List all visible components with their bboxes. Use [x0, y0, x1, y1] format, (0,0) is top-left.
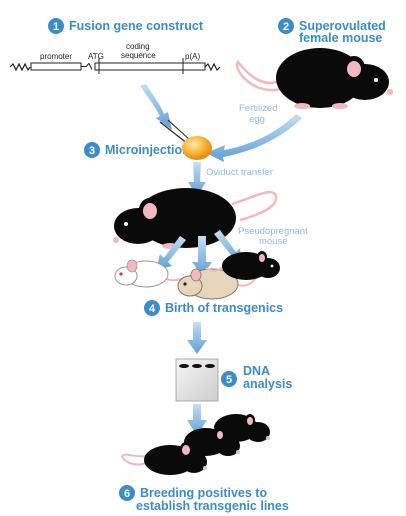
- mouse-head: [181, 451, 207, 473]
- black-pup-image: [205, 251, 280, 280]
- white-pup-ear: [126, 259, 138, 273]
- step-6-number-badge: [119, 485, 135, 501]
- polya-label: p(A): [185, 52, 200, 61]
- mouse-inner-ear: [182, 445, 190, 455]
- female-mouse-tail: [235, 59, 285, 92]
- oviduct-transfer-label: Oviduct transfer: [206, 167, 273, 178]
- tan-pup-image: [177, 268, 257, 300]
- step-3-title: Microinjection: [105, 143, 190, 157]
- foster-mouse-tail: [231, 190, 278, 222]
- step-4: 4 Birth of transgenics: [144, 300, 283, 316]
- step-3-number-badge: [84, 142, 100, 158]
- mouse-nose: [203, 466, 207, 470]
- step-2-number-badge: [278, 18, 294, 34]
- fertilized-egg-label-line2: egg: [249, 114, 265, 125]
- injection-needle: [159, 121, 189, 145]
- blot-band: [205, 364, 215, 368]
- left-dna-squiggle: [9, 62, 31, 72]
- foster-mouse-eye: [124, 222, 128, 226]
- female-mouse-foot: [294, 103, 310, 109]
- atg-label: ATG: [88, 52, 104, 61]
- arrow-egg-to-foster: [188, 162, 206, 196]
- step-4-number-badge: [144, 300, 160, 316]
- female-mouse-nose: [387, 89, 393, 95]
- tan-pup-ear: [190, 268, 202, 282]
- mouse-nose: [236, 450, 240, 454]
- mouse-head: [246, 422, 270, 442]
- step-5-number-badge: [221, 371, 237, 387]
- mouse-tail: [120, 453, 149, 466]
- pseudopregnant-label-line2: mouse: [259, 236, 288, 247]
- black-pup-eye: [270, 264, 274, 268]
- step-2: 2 Superovulated female mouse: [278, 18, 386, 45]
- step-3: 3 Microinjection: [84, 142, 190, 158]
- mouse-nose: [266, 436, 270, 440]
- promoter-label: promoter: [40, 52, 72, 61]
- arrow-to-breeding: [187, 404, 207, 436]
- step-3-number: 3: [89, 145, 95, 157]
- arrow-to-dna-analysis: [187, 322, 207, 354]
- pseudopregnant-label-line1: Pseudopregnant: [238, 226, 308, 237]
- coding-label-line2: sequence: [121, 51, 156, 60]
- step-4-number: 4: [149, 303, 156, 315]
- holding-pipette: [167, 119, 191, 141]
- promoter-box: [30, 62, 82, 71]
- pseudopregnant-mouse-image: [113, 188, 278, 249]
- step-2-number: 2: [283, 21, 289, 33]
- female-mouse-image: [235, 48, 393, 109]
- mouse-inner-ear: [247, 417, 253, 425]
- foster-mouse-inner-ear: [143, 203, 157, 219]
- female-mouse-foot: [332, 103, 348, 109]
- step-6-title-line1: Breeding positives to: [140, 486, 267, 500]
- female-mouse-body: [276, 48, 364, 108]
- fertilized-egg-label-line1: Fertilized: [239, 103, 278, 114]
- mouse-inner-ear: [217, 431, 223, 439]
- female-mouse-eye: [374, 78, 378, 82]
- fertilized-egg: [182, 136, 212, 160]
- step-4-title: Birth of transgenics: [165, 301, 283, 315]
- gene-construct-diagram: promoter ATG coding sequence p(A): [9, 42, 221, 74]
- step-5-title-line2: analysis: [243, 377, 292, 391]
- breeding-mouse-middle: [184, 428, 240, 456]
- tan-pup-eye: [183, 282, 187, 286]
- breeding-mice-image: [120, 414, 270, 475]
- breeding-mouse-front: [120, 442, 207, 475]
- step-5-number: 5: [226, 374, 232, 386]
- dna-blot-image: [175, 358, 219, 402]
- blot-band: [179, 364, 189, 368]
- step-6-number: 6: [124, 488, 130, 500]
- step-1-number: 1: [53, 21, 59, 33]
- step-1-title: Fusion gene construct: [69, 19, 204, 33]
- female-mouse-inner-ear: [347, 61, 361, 77]
- right-dna-squiggle: [204, 62, 221, 72]
- step-5-title-line1: DNA: [243, 364, 270, 378]
- foster-mouse-nose: [113, 237, 119, 243]
- step-6: 6 Breeding positives to establish transg…: [119, 485, 289, 513]
- arrow-to-tan-pup: [192, 236, 212, 276]
- junction-squiggle: [81, 62, 93, 70]
- arrow-to-white-pup: [156, 236, 186, 270]
- coding-label-line1: coding: [126, 42, 150, 51]
- step-2-title-line2: female mouse: [299, 31, 382, 45]
- step-1: 1 Fusion gene construct: [48, 18, 204, 34]
- arrow-mouse-to-egg: [206, 114, 302, 162]
- coding-sequence-box: [94, 62, 206, 71]
- arrow-construct-to-egg: [140, 84, 172, 130]
- black-pup-inner-ear: [259, 254, 265, 262]
- step-5: 5 DNA analysis: [221, 364, 292, 391]
- step-1-number-badge: [48, 18, 64, 34]
- mouse-head: [216, 436, 240, 456]
- step-2-title-line1: Superovulated: [299, 19, 386, 33]
- step-6-title-line2: establish transgenic lines: [136, 499, 289, 513]
- blot-band: [192, 364, 202, 368]
- foster-mouse-body: [136, 188, 236, 248]
- white-pup-image: [114, 259, 189, 288]
- white-pup-eye: [119, 272, 123, 276]
